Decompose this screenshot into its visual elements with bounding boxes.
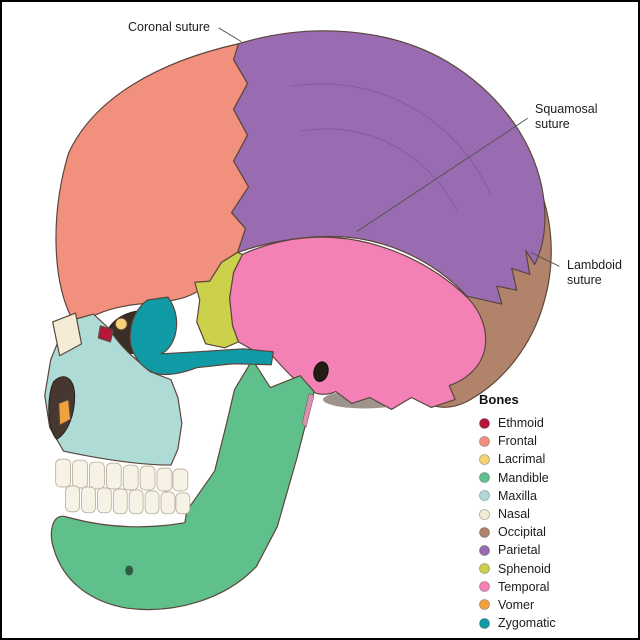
nasal-bone — [52, 312, 83, 357]
legend-item: Maxilla — [479, 487, 556, 505]
tooth-upper — [122, 464, 139, 491]
legend-item: Sphenoid — [479, 560, 556, 578]
vomer-bone — [58, 398, 72, 426]
tooth-lower — [128, 489, 144, 515]
legend-swatch — [479, 581, 490, 593]
tooth-lower — [112, 488, 128, 515]
legend-label: Temporal — [498, 579, 550, 594]
legend-label: Maxilla — [498, 488, 537, 503]
tooth-lower — [175, 492, 191, 515]
maxilla-bone — [44, 313, 183, 466]
squamosal-leader-line — [356, 117, 528, 232]
legend-item: Nasal — [479, 505, 556, 523]
legend-label: Frontal — [498, 434, 537, 449]
mental-foramen — [125, 565, 134, 576]
ear-canal-opening — [313, 361, 329, 382]
tooth-lower — [160, 491, 176, 515]
legend-item: Zygomatic — [479, 614, 556, 632]
legend-title: Bones — [479, 392, 519, 407]
tooth-upper — [89, 461, 105, 490]
legend-label: Sphenoid — [498, 561, 551, 576]
legend-item: Lacrimal — [479, 450, 556, 468]
legend-swatch — [479, 545, 490, 556]
upper-teeth — [55, 458, 189, 492]
coronal-leader-line — [218, 27, 242, 43]
lower-teeth — [65, 485, 191, 515]
legend-item: Temporal — [479, 578, 556, 596]
legend-swatch — [479, 435, 490, 447]
lambdoid-leader-line — [530, 251, 560, 267]
coronal-suture-label: Coronal suture — [128, 20, 210, 34]
tooth-upper — [105, 462, 122, 490]
squamosal-suture-label: Squamosal suture — [535, 102, 598, 131]
legend-swatch — [479, 526, 490, 538]
tooth-lower — [97, 487, 112, 514]
legend-swatch — [479, 454, 490, 465]
tooth-lower — [65, 485, 80, 513]
legend-swatch — [479, 417, 490, 429]
legend-swatch — [479, 472, 490, 484]
legend-swatch — [479, 563, 490, 574]
sphenoid-bone — [194, 251, 244, 349]
legend-label: Mandible — [498, 470, 549, 485]
legend-label: Zygomatic — [498, 616, 556, 631]
tooth-upper — [72, 459, 88, 489]
lacrimal-bone — [114, 317, 128, 331]
zygomatic-bone — [129, 296, 274, 376]
tooth-lower — [144, 490, 160, 515]
lambdoid-suture-label: Lambdoid suture — [567, 258, 622, 287]
legend-swatch — [479, 617, 490, 629]
legend-item: Vomer — [479, 596, 556, 614]
ethmoid-bone — [97, 325, 114, 343]
legend-item: Parietal — [479, 541, 556, 559]
bones-legend: Bones Ethmoid Frontal Lacrimal Mandible … — [479, 392, 556, 632]
parietal-growth-ring — [290, 83, 492, 196]
temporal-bone — [228, 236, 487, 411]
legend-item: Frontal — [479, 432, 556, 450]
legend-label: Parietal — [498, 543, 541, 558]
parietal-growth-ring — [300, 128, 458, 211]
styloid-process — [301, 393, 315, 428]
legend-label: Nasal — [498, 507, 530, 522]
legend-label: Occipital — [498, 525, 546, 540]
tooth-upper — [55, 458, 71, 488]
legend-label: Vomer — [498, 597, 535, 612]
legend-swatch — [479, 490, 490, 502]
legend-label: Lacrimal — [498, 452, 546, 467]
tooth-upper — [172, 468, 189, 492]
legend-item: Ethmoid — [479, 414, 556, 432]
legend-item: Occipital — [479, 523, 556, 541]
legend-swatch — [479, 508, 490, 520]
legend-label: Ethmoid — [498, 416, 544, 431]
mandible-bone — [50, 359, 315, 611]
tooth-upper — [156, 467, 173, 492]
tooth-upper — [139, 465, 156, 491]
legend-item: Mandible — [479, 469, 556, 487]
tooth-lower — [81, 486, 96, 514]
legend-swatch — [479, 599, 490, 611]
